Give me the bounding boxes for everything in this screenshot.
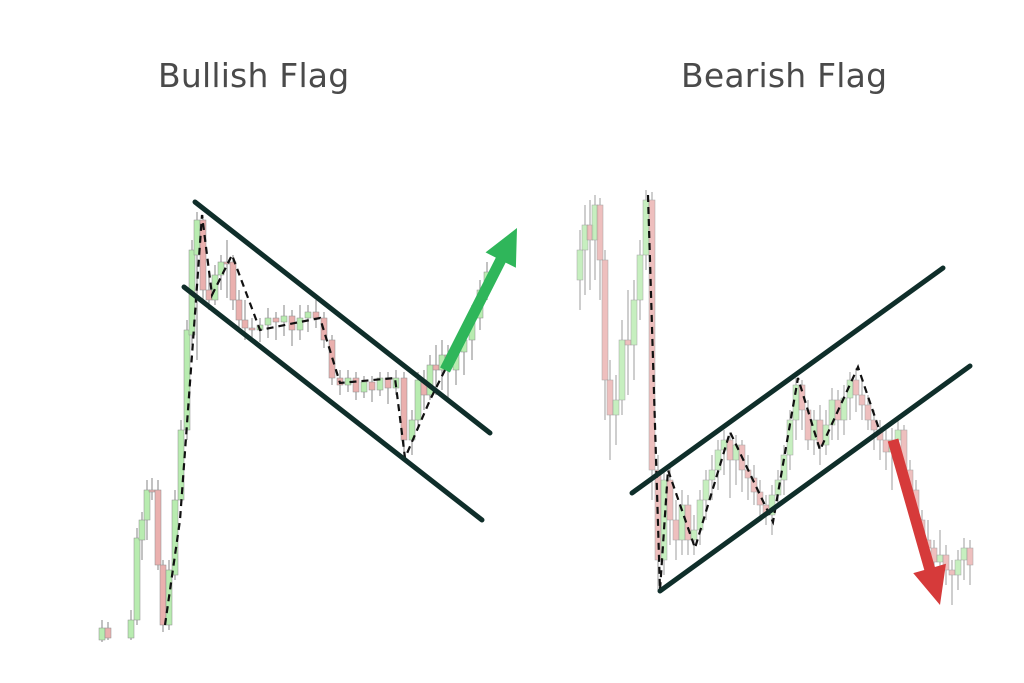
candle [942, 545, 950, 585]
candle [368, 376, 376, 402]
candle [264, 308, 272, 338]
candle [630, 280, 638, 380]
candle [217, 255, 225, 290]
candle [960, 538, 968, 580]
candle [750, 465, 758, 505]
candle [235, 290, 243, 330]
candle [852, 368, 860, 412]
candle [360, 376, 368, 398]
breakdown-down-arrow-icon [887, 438, 946, 605]
candle [966, 540, 974, 585]
candle [384, 372, 392, 404]
candle [304, 305, 312, 332]
breakout-up-arrow-icon [440, 228, 517, 373]
candle [948, 560, 956, 605]
candle [581, 205, 589, 295]
candle [229, 255, 237, 310]
candle [376, 372, 384, 396]
candle [596, 198, 604, 300]
candle [288, 310, 296, 346]
candle [828, 388, 836, 440]
candle [414, 372, 422, 430]
bearish-flag-candles [576, 190, 974, 605]
candle [104, 622, 112, 640]
candle [882, 430, 890, 470]
candle [211, 265, 219, 305]
candle [98, 620, 106, 642]
candle [248, 318, 256, 340]
candle [280, 305, 288, 336]
candle [636, 240, 644, 320]
candle [744, 455, 752, 500]
candle [834, 390, 842, 440]
candle [756, 480, 764, 520]
candle [816, 405, 824, 465]
candle [648, 192, 656, 500]
candle [320, 312, 328, 348]
candle [678, 490, 686, 555]
candle [870, 410, 878, 450]
candle [792, 378, 800, 440]
candle [702, 470, 710, 520]
candle [708, 455, 716, 500]
bullish-flag-title: Bullish Flag [158, 56, 350, 95]
candle [272, 312, 280, 340]
candle [138, 512, 146, 560]
candle [352, 372, 360, 400]
candle [606, 360, 614, 460]
candle [601, 250, 609, 420]
candle [426, 355, 434, 400]
candle [576, 230, 584, 310]
bearish-flag-title: Bearish Flag [681, 56, 888, 95]
candle [732, 435, 740, 485]
bearish-upper-trendline [629, 265, 946, 496]
candle [624, 290, 632, 395]
candle [696, 490, 704, 545]
candle [618, 320, 626, 415]
bullish-flag-candles [98, 212, 491, 642]
candle [672, 500, 680, 560]
candle [420, 370, 428, 410]
bearish-price-path [646, 194, 882, 591]
candle [840, 385, 848, 435]
candle [400, 372, 408, 460]
candle [858, 380, 866, 420]
candle [690, 515, 698, 555]
candle [127, 610, 135, 640]
bullish-upper-trendline [192, 199, 493, 436]
candle [154, 480, 162, 570]
bearish-lower-trendline [657, 363, 973, 594]
candle [143, 480, 151, 540]
candle [684, 495, 692, 555]
candle [738, 440, 746, 492]
candle [612, 375, 620, 445]
candle [133, 528, 141, 625]
candle [312, 300, 320, 328]
candle [296, 305, 304, 340]
candle [954, 550, 962, 590]
bullish-lower-trendline [181, 284, 485, 523]
candle [864, 395, 872, 430]
